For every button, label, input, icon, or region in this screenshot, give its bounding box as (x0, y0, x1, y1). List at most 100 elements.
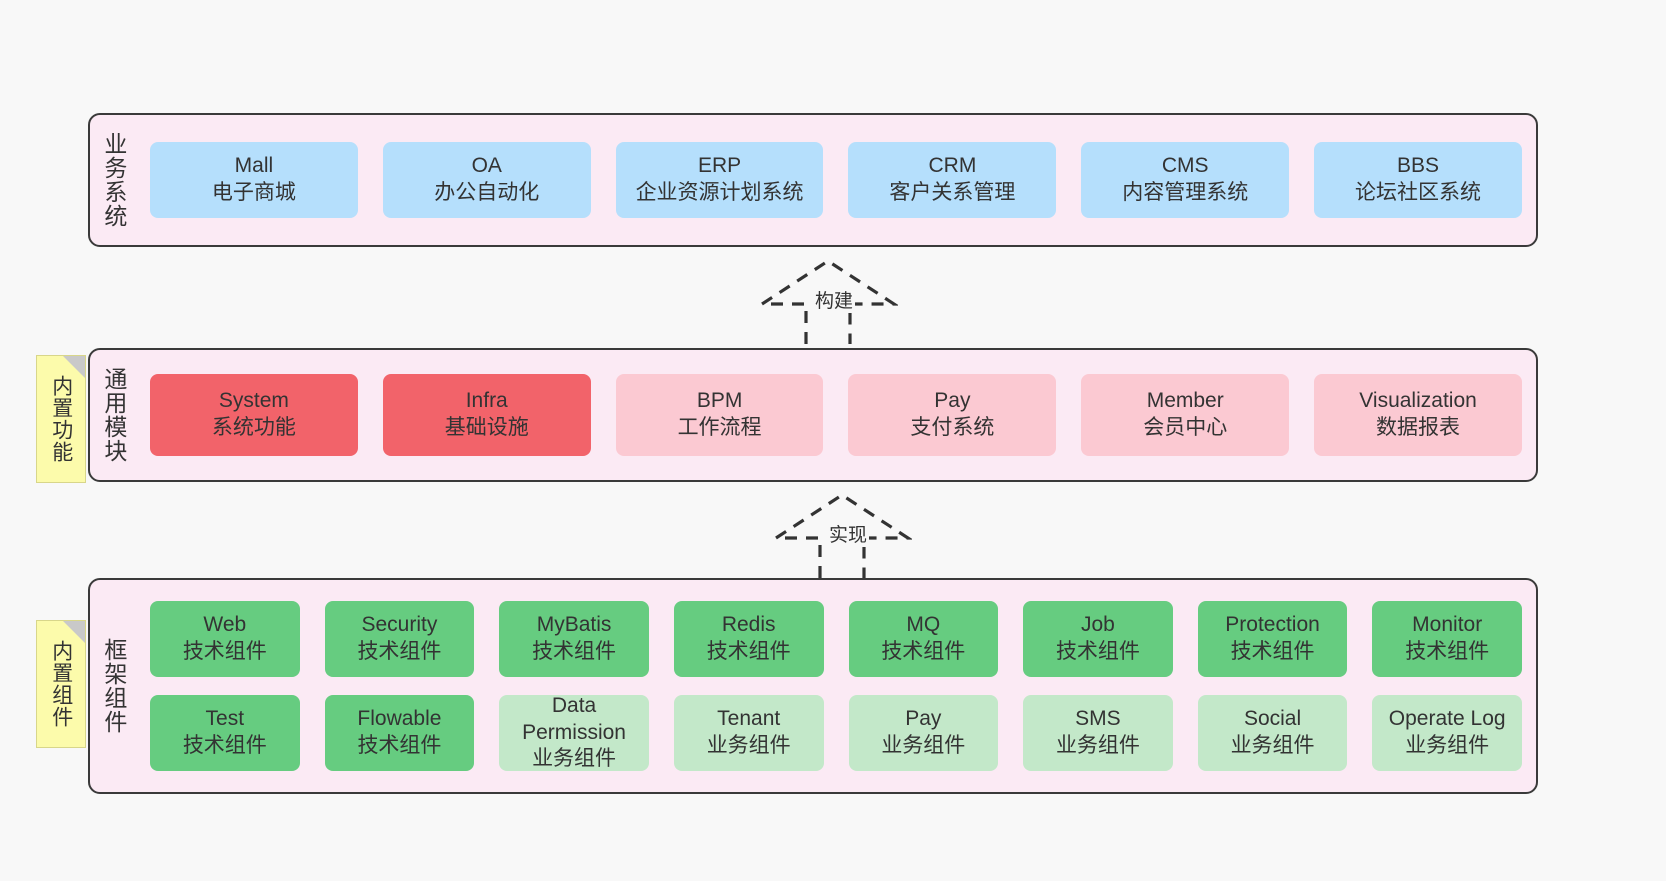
card-data-permission[interactable]: Data Permission 业务组件 (499, 693, 649, 771)
card-tenant[interactable]: Tenant 业务组件 (673, 695, 824, 771)
card-subtitle: 技术组件 (881, 640, 966, 663)
layer-body-common-modules: System 系统功能 Infra 基础设施 BPM 工作流程 Pay 支付系统… (136, 350, 1536, 480)
card-title: Protection (1225, 613, 1320, 637)
card-bpm[interactable]: BPM 工作流程 (615, 374, 824, 456)
card-member[interactable]: Member 会员中心 (1081, 374, 1290, 456)
card-title: System (218, 389, 289, 413)
card-subtitle: 技术组件 (706, 640, 791, 663)
card-oa[interactable]: OA 办公自动化 (382, 142, 591, 218)
note-fold-corner-icon (63, 621, 85, 643)
card-title: Member (1146, 389, 1224, 413)
card-title: Pay (905, 707, 942, 731)
card-subtitle: 客户关系管理 (889, 181, 1016, 204)
card-subtitle: 企业资源计划系统 (635, 181, 804, 204)
card-subtitle: 技术组件 (1055, 640, 1140, 663)
card-job[interactable]: Job 技术组件 (1023, 601, 1173, 677)
card-cms[interactable]: CMS 内容管理系统 (1081, 142, 1290, 218)
card-subtitle: 技术组件 (357, 640, 442, 663)
card-title: Flowable (357, 707, 442, 731)
card-bbs[interactable]: BBS 论坛社区系统 (1314, 142, 1522, 218)
card-subtitle: 系统功能 (211, 416, 296, 439)
card-title: Mall (234, 154, 274, 178)
layer-title-common-modules: 通用模块 (100, 367, 127, 463)
card-erp[interactable]: ERP 企业资源计划系统 (615, 142, 824, 218)
card-title: MyBatis (536, 613, 612, 637)
card-visualization[interactable]: Visualization 数据报表 (1314, 374, 1522, 456)
card-pay-business[interactable]: Pay 业务组件 (848, 695, 999, 771)
card-subtitle: 业务组件 (532, 747, 617, 771)
connector-implement: 实现 (770, 492, 914, 578)
card-subtitle: 办公自动化 (434, 181, 540, 204)
card-title: Operate Log (1388, 707, 1506, 731)
card-title: Security (361, 613, 438, 637)
card-subtitle: 业务组件 (1055, 734, 1140, 757)
card-title: Data Permission (522, 693, 626, 744)
card-subtitle: 技术组件 (1405, 640, 1490, 663)
layer-framework-components: 框架组件 Web 技术组件 Security 技术组件 MyBatis 技术组件… (88, 578, 1538, 794)
card-infra[interactable]: Infra 基础设施 (382, 374, 591, 456)
card-redis[interactable]: Redis 技术组件 (673, 601, 824, 677)
card-system[interactable]: System 系统功能 (150, 374, 358, 456)
card-title: ERP (697, 154, 742, 178)
card-title: BBS (1397, 154, 1440, 178)
card-subtitle: 业务组件 (1230, 734, 1315, 757)
card-crm[interactable]: CRM 客户关系管理 (848, 142, 1057, 218)
card-subtitle: 技术组件 (182, 640, 267, 663)
card-test[interactable]: Test 技术组件 (150, 695, 300, 771)
card-title: Test (205, 707, 245, 731)
card-subtitle: 会员中心 (1143, 416, 1228, 439)
card-subtitle: 技术组件 (357, 734, 442, 757)
card-subtitle: 论坛社区系统 (1355, 181, 1482, 204)
layer-body-business-systems: Mall 电子商城 OA 办公自动化 ERP 企业资源计划系统 CRM 客户关系… (136, 115, 1536, 245)
connector-build: 构建 (756, 258, 900, 344)
note-label: 内置功能 (49, 375, 73, 463)
card-subtitle: 业务组件 (881, 734, 966, 757)
card-title: Visualization (1359, 389, 1477, 413)
layer-business-systems: 业务系统 Mall 电子商城 OA 办公自动化 ERP 企业资源计划系统 CRM… (88, 113, 1538, 247)
card-subtitle: 内容管理系统 (1122, 181, 1249, 204)
card-flowable[interactable]: Flowable 技术组件 (324, 695, 475, 771)
card-title: BPM (696, 389, 743, 413)
card-title: Monitor (1412, 613, 1483, 637)
card-title: OA (471, 154, 502, 178)
card-security[interactable]: Security 技术组件 (324, 601, 475, 677)
card-pay[interactable]: Pay 支付系统 (848, 374, 1057, 456)
card-title: Pay (934, 389, 971, 413)
layer-title-business-systems: 业务系统 (100, 132, 127, 228)
card-title: Job (1081, 613, 1115, 637)
card-subtitle: 数据报表 (1376, 416, 1461, 439)
card-title: Redis (721, 613, 776, 637)
card-subtitle: 业务组件 (1405, 734, 1490, 757)
note-builtin-functions: 内置功能 (36, 355, 86, 483)
card-subtitle: 电子商城 (211, 181, 296, 204)
card-web[interactable]: Web 技术组件 (150, 601, 300, 677)
connector-label: 构建 (813, 286, 856, 313)
card-subtitle: 技术组件 (182, 734, 267, 757)
card-title: Infra (465, 389, 508, 413)
note-fold-corner-icon (63, 356, 85, 378)
card-subtitle: 技术组件 (1230, 640, 1315, 663)
card-row: Mall 电子商城 OA 办公自动化 ERP 企业资源计划系统 CRM 客户关系… (150, 142, 1522, 218)
card-row: Web 技术组件 Security 技术组件 MyBatis 技术组件 Redi… (150, 601, 1522, 677)
card-mybatis[interactable]: MyBatis 技术组件 (499, 601, 649, 677)
card-title: Web (203, 613, 247, 637)
card-protection[interactable]: Protection 技术组件 (1197, 601, 1348, 677)
card-subtitle: 技术组件 (532, 640, 617, 663)
card-title: Social (1243, 707, 1302, 731)
layer-common-modules: 通用模块 System 系统功能 Infra 基础设施 BPM 工作流程 Pay… (88, 348, 1538, 482)
card-subtitle: 支付系统 (910, 416, 995, 439)
card-sms[interactable]: SMS 业务组件 (1023, 695, 1173, 771)
card-title: MQ (906, 613, 941, 637)
card-title: Tenant (717, 707, 781, 731)
card-monitor[interactable]: Monitor 技术组件 (1372, 601, 1522, 677)
card-subtitle: 基础设施 (444, 416, 529, 439)
card-operate-log[interactable]: Operate Log 业务组件 (1372, 695, 1522, 771)
note-label: 内置组件 (49, 640, 73, 728)
card-title: CRM (928, 154, 977, 178)
connector-label: 实现 (827, 520, 870, 547)
card-row: Test 技术组件 Flowable 技术组件 Data Permission … (150, 693, 1522, 771)
card-mall[interactable]: Mall 电子商城 (150, 142, 358, 218)
card-mq[interactable]: MQ 技术组件 (848, 601, 999, 677)
card-social[interactable]: Social 业务组件 (1197, 695, 1348, 771)
